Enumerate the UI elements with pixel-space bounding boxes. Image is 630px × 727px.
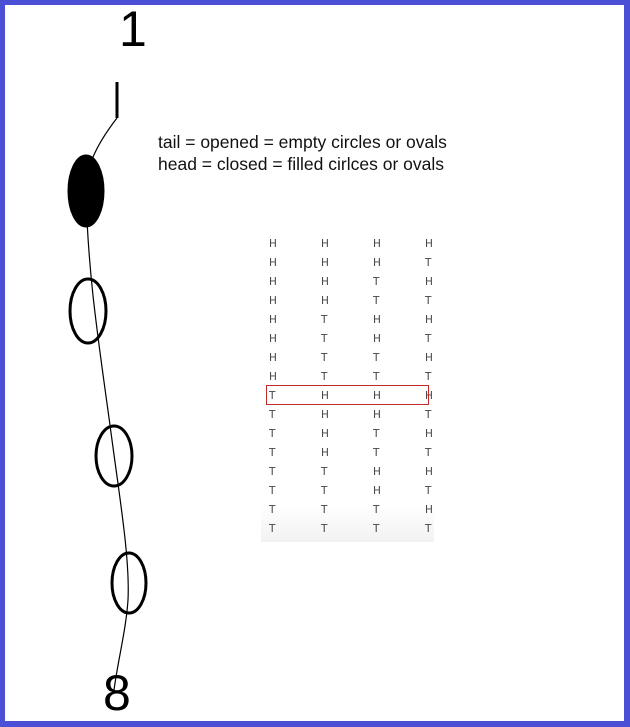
outcome-cell: T	[321, 484, 328, 497]
outcome-cell: H	[425, 313, 433, 326]
legend: tail = opened = empty circles or ovals h…	[158, 131, 447, 175]
top-number: 1	[119, 1, 147, 57]
outcome-cell: H	[321, 237, 329, 250]
outcome-cell: H	[321, 408, 329, 421]
outcome-cell: H	[269, 370, 277, 383]
outcome-cell: T	[373, 370, 380, 383]
outcome-cell: H	[269, 313, 277, 326]
outcome-cell: H	[321, 256, 329, 269]
outcome-cell: H	[269, 332, 277, 345]
oval-empty-4	[110, 551, 148, 615]
outcome-cell: T	[269, 465, 276, 478]
oval-empty-2	[68, 277, 108, 345]
outcome-cell: H	[321, 294, 329, 307]
outcome-cell: T	[321, 332, 328, 345]
outcome-cell: H	[321, 389, 329, 402]
outcome-cell: T	[425, 256, 432, 269]
outcome-cell: T	[269, 484, 276, 497]
outcome-cell: H	[373, 465, 381, 478]
oval-filled-1	[67, 154, 105, 228]
outcome-cell: H	[321, 427, 329, 440]
legend-line-tail: tail = opened = empty circles or ovals	[158, 132, 447, 152]
outcome-cell: T	[373, 351, 380, 364]
outcome-cell: T	[425, 408, 432, 421]
outcome-cell: T	[425, 522, 432, 535]
outcome-cell: T	[269, 522, 276, 535]
outcome-cell: H	[373, 484, 381, 497]
outcome-cell: H	[373, 389, 381, 402]
outcome-cell: T	[373, 275, 380, 288]
outcome-cell: T	[321, 370, 328, 383]
outcome-cell: H	[425, 503, 433, 516]
outcome-cell: H	[269, 351, 277, 364]
outcome-cell: H	[425, 237, 433, 250]
outcome-cell: T	[425, 294, 432, 307]
outcome-cell: T	[321, 313, 328, 326]
outcome-cell: T	[425, 484, 432, 497]
outcome-cell: H	[269, 294, 277, 307]
outcome-cell: T	[269, 446, 276, 459]
outcome-cell: T	[425, 446, 432, 459]
outcome-cell: H	[373, 313, 381, 326]
outcome-cell: T	[269, 503, 276, 516]
outcome-cell: H	[425, 275, 433, 288]
outcome-cell: T	[373, 522, 380, 535]
bottom-number: 8	[103, 665, 131, 721]
outcome-cell: T	[373, 294, 380, 307]
outcome-cell: H	[321, 446, 329, 459]
outcome-cell: H	[373, 332, 381, 345]
outcome-cell: T	[269, 408, 276, 421]
outcomes-panel	[261, 230, 434, 542]
outcome-cell: T	[321, 522, 328, 535]
outcome-cell: H	[269, 275, 277, 288]
outcome-cell: H	[373, 237, 381, 250]
outcome-cell: H	[425, 427, 433, 440]
outcome-cell: T	[321, 351, 328, 364]
outcome-cell: T	[321, 503, 328, 516]
outcome-cell: T	[373, 427, 380, 440]
outcome-cell: T	[425, 370, 432, 383]
outcome-cell: H	[269, 237, 277, 250]
outcome-cell: T	[425, 332, 432, 345]
outcome-cell: H	[373, 408, 381, 421]
outcome-cell: H	[425, 351, 433, 364]
outcome-cell: T	[373, 446, 380, 459]
oval-empty-3	[94, 424, 134, 488]
outcome-cell: H	[373, 256, 381, 269]
highlighted-row-box	[266, 385, 429, 405]
legend-line-head: head = closed = filled cirlces or ovals	[158, 154, 444, 174]
outcome-cell: T	[269, 389, 276, 402]
outcome-cell: T	[269, 427, 276, 440]
outcome-cell: H	[269, 256, 277, 269]
outcome-cell: T	[373, 503, 380, 516]
outcome-cell: H	[321, 275, 329, 288]
outcome-cell: T	[321, 465, 328, 478]
outcome-cell: H	[425, 465, 433, 478]
